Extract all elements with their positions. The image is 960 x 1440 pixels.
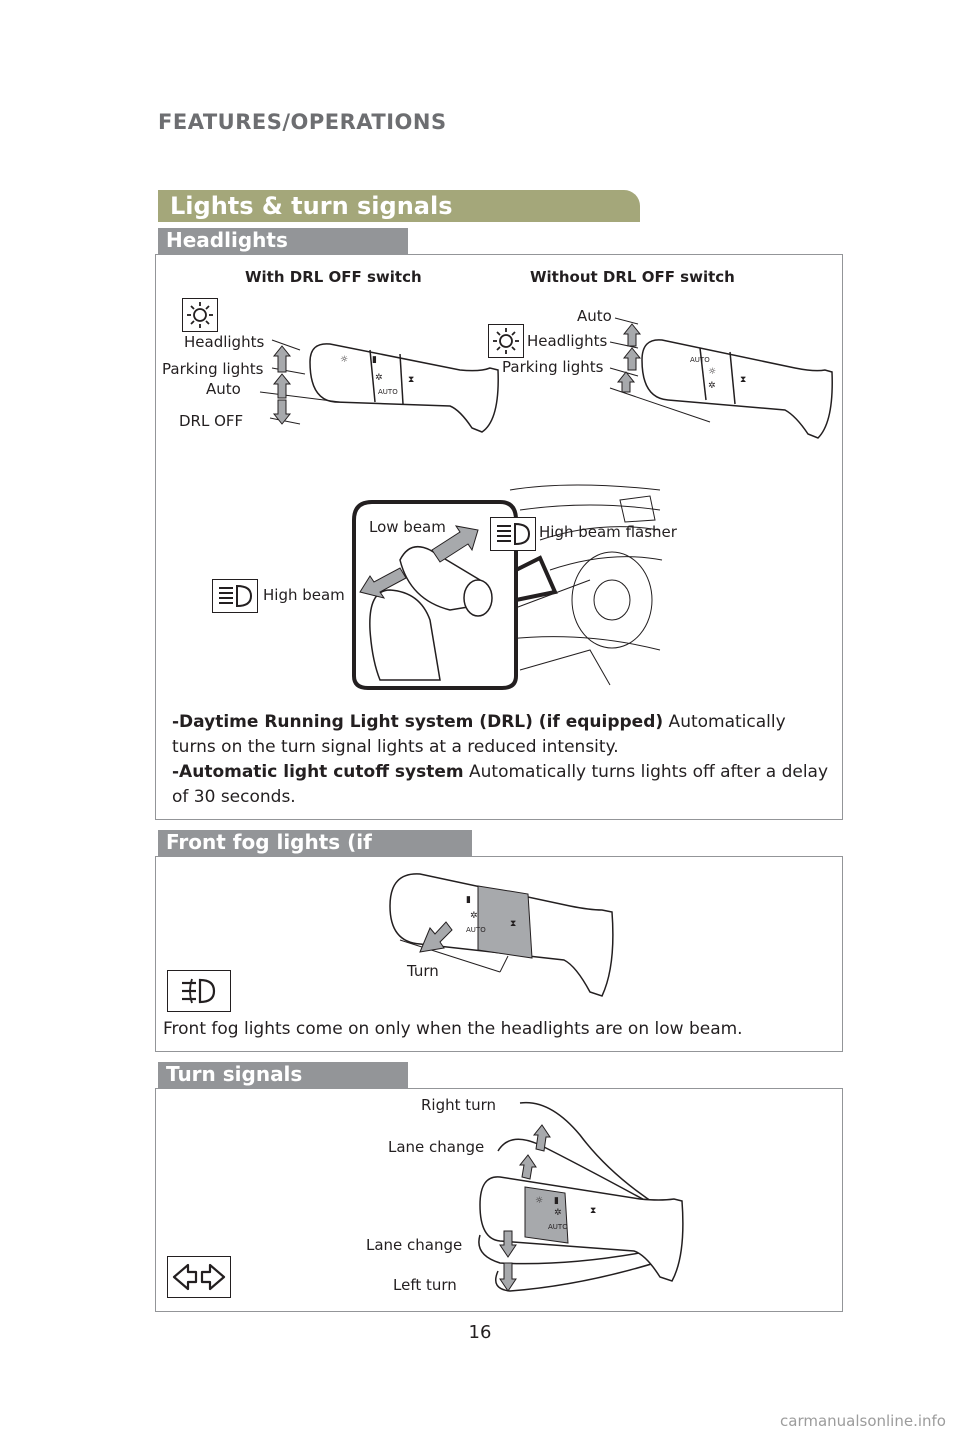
fog-panel bbox=[155, 856, 843, 1052]
headlights-heading: Headlights bbox=[166, 228, 288, 252]
lever-without-drl-illustration: AUTO ☼ ✲ ⧗ bbox=[609, 317, 833, 439]
fog-lever-illustration: ▮ ✲ AUTO ⧗ bbox=[389, 873, 614, 997]
svg-text:⧗: ⧗ bbox=[590, 1206, 596, 1216]
note-cutoff: -Automatic light cutoff system Automatic… bbox=[172, 760, 832, 810]
watermark: carmanualsonline.info bbox=[780, 1412, 946, 1430]
svg-text:⧗: ⧗ bbox=[740, 375, 746, 385]
svg-text:▮: ▮ bbox=[554, 1196, 559, 1206]
label-high-beam-flasher: High beam flasher bbox=[539, 523, 677, 541]
label-parking-right: Parking lights bbox=[502, 358, 604, 376]
headlight-sun-icon bbox=[493, 328, 519, 354]
note-drl-text: Automatically turns on the turn signal l… bbox=[172, 712, 786, 757]
high-beam-flasher-icon-box bbox=[490, 517, 536, 551]
turn-signals-heading: Turn signals bbox=[166, 1062, 303, 1086]
label-headlights-right: Headlights bbox=[527, 332, 608, 350]
label-fog-turn: Turn bbox=[407, 962, 439, 980]
label-parking-left: Parking lights bbox=[162, 360, 264, 378]
turn-signal-icon-box bbox=[167, 1256, 231, 1298]
svg-text:☼: ☼ bbox=[535, 1196, 543, 1206]
label-lane-change-down: Lane change bbox=[366, 1236, 463, 1254]
main-title-tab: Lights & turn signals bbox=[158, 190, 640, 222]
note-drl: -Daytime Running Light system (DRL) (if … bbox=[172, 710, 832, 760]
svg-text:AUTO: AUTO bbox=[548, 1223, 568, 1231]
headlight-icon-box-right bbox=[488, 324, 524, 358]
turn-signals-panel bbox=[155, 1088, 843, 1312]
fog-tab: Front fog lights (if equipped) bbox=[158, 830, 472, 878]
svg-text:AUTO: AUTO bbox=[690, 356, 710, 364]
svg-text:AUTO: AUTO bbox=[466, 926, 486, 934]
label-headlights-left: Headlights bbox=[184, 333, 265, 351]
svg-text:▮: ▮ bbox=[372, 355, 377, 365]
label-auto-right: Auto bbox=[577, 307, 612, 325]
label-auto-left: Auto bbox=[206, 380, 241, 398]
without-drl-caption: Without DRL OFF switch bbox=[530, 268, 735, 286]
turn-signal-arrows-icon bbox=[172, 1263, 226, 1291]
svg-text:✲: ✲ bbox=[375, 373, 383, 383]
fog-note: Front fog lights come on only when the h… bbox=[163, 1019, 743, 1039]
headlights-panel bbox=[155, 254, 843, 820]
headlight-icon-box-left bbox=[182, 298, 218, 332]
svg-text:✲: ✲ bbox=[708, 381, 716, 391]
label-right-turn: Right turn bbox=[421, 1096, 497, 1114]
note-cutoff-term: -Automatic light cutoff system bbox=[172, 762, 464, 782]
turn-lever-illustration: ☼ ▮ ✲ AUTO ⧗ bbox=[478, 1101, 684, 1292]
note-drl-term: -Daytime Running Light system (DRL) (if … bbox=[172, 712, 664, 732]
svg-text:☼: ☼ bbox=[708, 367, 716, 377]
label-low-beam: Low beam bbox=[369, 518, 446, 536]
svg-text:▮: ▮ bbox=[466, 895, 471, 905]
main-title: Lights & turn signals bbox=[170, 192, 453, 220]
headlight-sun-icon bbox=[187, 302, 213, 328]
svg-text:☼: ☼ bbox=[340, 355, 348, 365]
fog-heading: Front fog lights (if equipped) bbox=[166, 830, 372, 878]
fog-icon-box bbox=[167, 970, 231, 1012]
fog-light-icon bbox=[182, 978, 216, 1004]
label-left-turn: Left turn bbox=[393, 1276, 457, 1294]
svg-text:AUTO: AUTO bbox=[378, 388, 398, 396]
high-beam-icon bbox=[497, 522, 531, 546]
high-beam-icon bbox=[219, 584, 253, 608]
high-beam-icon-box bbox=[212, 579, 258, 613]
headlights-tab: Headlights bbox=[158, 228, 408, 254]
svg-text:⧗: ⧗ bbox=[510, 919, 516, 929]
label-lane-change-up: Lane change bbox=[388, 1138, 485, 1156]
turn-signals-tab: Turn signals bbox=[158, 1062, 408, 1088]
section-header: FEATURES/OPERATIONS bbox=[158, 110, 447, 134]
svg-text:✲: ✲ bbox=[554, 1208, 562, 1218]
label-high-beam: High beam bbox=[263, 586, 345, 604]
page-number: 16 bbox=[468, 1322, 492, 1343]
svg-text:⧗: ⧗ bbox=[408, 375, 414, 385]
lever-with-drl-illustration: ☼ ▮ ✲ AUTO ⧗ bbox=[259, 339, 499, 433]
beam-switch-illustration bbox=[352, 484, 663, 690]
note-cutoff-text: Automatically turns lights off after a d… bbox=[172, 762, 829, 807]
with-drl-caption: With DRL OFF switch bbox=[245, 268, 422, 286]
svg-text:✲: ✲ bbox=[470, 911, 478, 921]
label-drl-off: DRL OFF bbox=[179, 412, 244, 430]
